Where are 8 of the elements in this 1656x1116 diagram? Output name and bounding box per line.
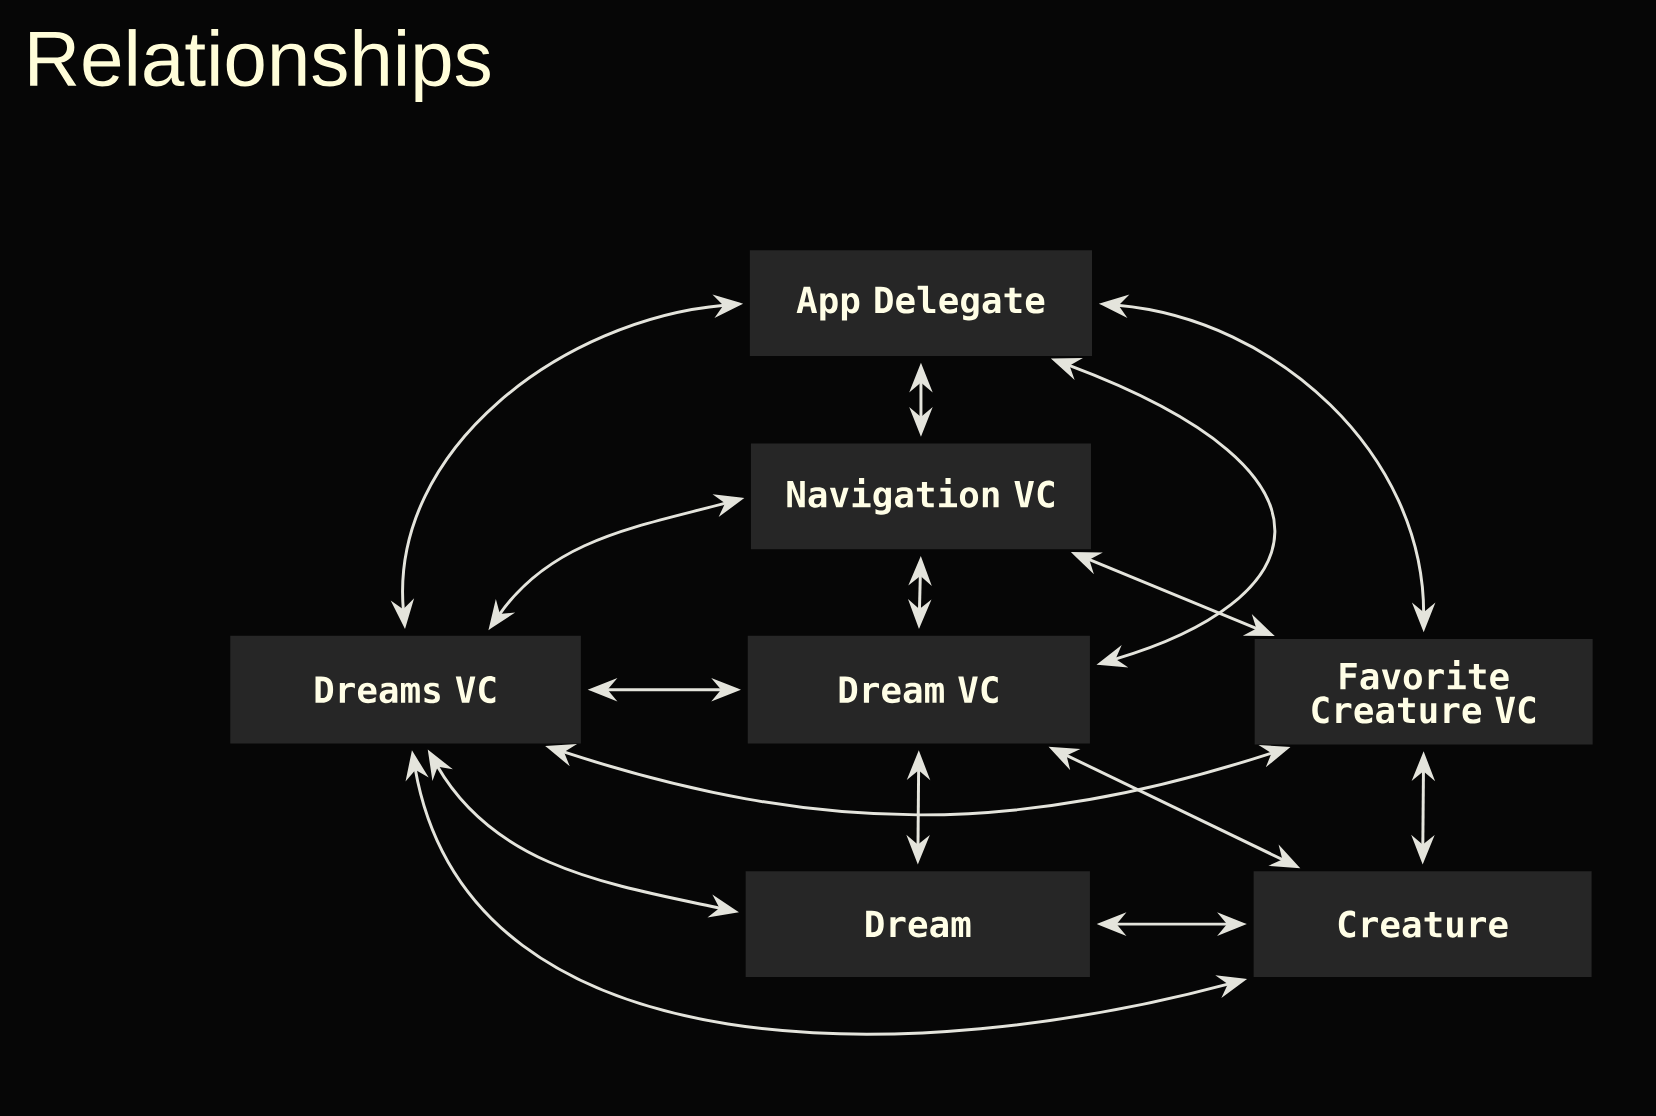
class-box: Dream VC xyxy=(747,635,1090,744)
class-box: Creature xyxy=(1253,871,1592,977)
title: Relationships xyxy=(30,28,490,102)
class-box: Favorite Creature VC xyxy=(1254,638,1593,745)
class-box: Navigation VC xyxy=(750,443,1091,550)
class-box: Dream xyxy=(745,871,1090,977)
class-box: Dreams VC xyxy=(230,635,581,744)
class-box: App Delegate xyxy=(749,250,1093,356)
